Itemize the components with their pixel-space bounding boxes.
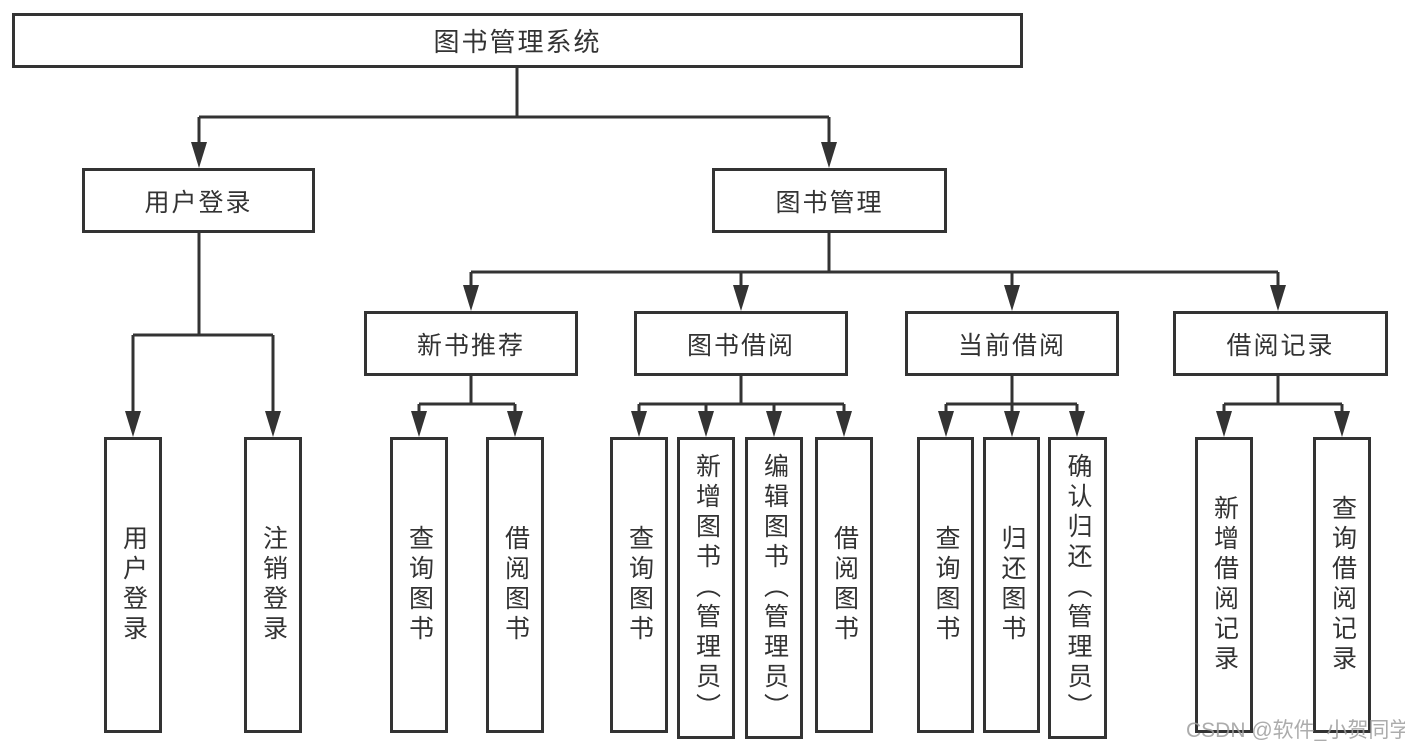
- connector-borrowrecord-to-leaves: [1222, 376, 1344, 418]
- leaf-user-login: 用户登录: [104, 437, 162, 733]
- leaf-bb-borrow-book: 借阅图书: [815, 437, 873, 733]
- leaf-nbr-borrow-book-label: 借阅图书: [501, 525, 530, 645]
- arrow-down-icon: [1004, 411, 1020, 437]
- leaf-cb-query-book-label: 查询图书: [932, 525, 960, 645]
- node-book-management-label: 图书管理: [775, 188, 884, 217]
- csdn-watermark: CSDN @软件_小贺同学: [1186, 719, 1405, 742]
- node-user-login: 用户登录: [82, 168, 315, 233]
- arrow-down-icon: [1069, 411, 1085, 437]
- leaf-nbr-borrow-book: 借阅图书: [486, 437, 544, 733]
- node-book-borrow-label: 图书借阅: [686, 331, 795, 360]
- arrow-down-icon: [938, 411, 954, 437]
- leaf-br-add-record-label: 新增借阅记录: [1210, 495, 1239, 675]
- arrow-down-icon: [698, 411, 714, 437]
- arrow-down-icon: [1270, 285, 1286, 311]
- connector-bookmgmt-to-level3: [469, 233, 1280, 291]
- connector-bookborrow-to-leaves: [637, 376, 846, 418]
- leaf-nbr-query-book-label: 查询图书: [405, 525, 434, 645]
- node-borrow-record: 借阅记录: [1173, 311, 1388, 376]
- connector-userlogin-to-leaves: [131, 233, 275, 415]
- arrow-down-icon: [411, 411, 427, 437]
- leaf-bb-borrow-book-label: 借阅图书: [830, 525, 859, 645]
- node-borrow-record-label: 借阅记录: [1226, 331, 1335, 360]
- arrow-down-icon: [191, 142, 207, 168]
- leaf-bb-add-book: 新增图书（管理员）: [677, 437, 735, 739]
- leaf-bb-add-book-label: 新增图书（管理员）: [692, 453, 721, 723]
- leaf-br-query-record: 查询借阅记录: [1313, 437, 1371, 733]
- node-current-borrow-label: 当前借阅: [957, 331, 1066, 360]
- arrow-down-icon: [1216, 411, 1232, 437]
- leaf-bb-edit-book: 编辑图书（管理员）: [745, 437, 803, 739]
- arrow-down-icon: [766, 411, 782, 437]
- leaf-cb-return-book: 归还图书: [983, 437, 1040, 733]
- leaf-logout-login: 注销登录: [244, 437, 302, 733]
- node-new-book-recommend: 新书推荐: [364, 311, 578, 376]
- node-new-book-recommend-label: 新书推荐: [416, 331, 525, 360]
- arrow-down-icon: [507, 411, 523, 437]
- arrow-down-icon: [463, 285, 479, 311]
- arrow-down-icon: [631, 411, 647, 437]
- node-user-login-label: 用户登录: [144, 188, 253, 217]
- arrow-down-icon: [733, 285, 749, 311]
- leaf-cb-confirm-return: 确认归还（管理员）: [1048, 437, 1107, 739]
- node-book-borrow: 图书借阅: [634, 311, 848, 376]
- leaf-cb-confirm-return-label: 确认归还（管理员）: [1064, 453, 1092, 723]
- leaf-br-query-record-label: 查询借阅记录: [1328, 495, 1357, 675]
- leaf-bb-query-book: 查询图书: [610, 437, 668, 733]
- node-root-label: 图书管理系统: [433, 27, 602, 57]
- leaf-nbr-query-book: 查询图书: [390, 437, 448, 733]
- arrow-down-icon: [125, 411, 141, 437]
- leaf-user-login-label: 用户登录: [119, 525, 148, 645]
- leaf-bb-query-book-label: 查询图书: [625, 525, 654, 645]
- arrow-down-icon: [821, 142, 837, 168]
- leaf-cb-return-book-label: 归还图书: [998, 525, 1026, 645]
- connector-root-to-level2: [197, 68, 831, 146]
- arrow-down-icon: [1334, 411, 1350, 437]
- leaf-logout-login-label: 注销登录: [259, 525, 288, 645]
- node-root-system: 图书管理系统: [12, 13, 1023, 68]
- node-book-management: 图书管理: [712, 168, 947, 233]
- arrow-down-icon: [1004, 285, 1020, 311]
- leaf-bb-edit-book-label: 编辑图书（管理员）: [760, 453, 789, 723]
- arrow-down-icon: [836, 411, 852, 437]
- leaf-cb-query-book: 查询图书: [917, 437, 974, 733]
- connector-newbook-to-leaves: [417, 376, 517, 418]
- connector-currentborrow-to-leaves: [944, 376, 1079, 418]
- arrow-down-icon: [265, 411, 281, 437]
- leaf-br-add-record: 新增借阅记录: [1195, 437, 1253, 733]
- node-current-borrow: 当前借阅: [905, 311, 1119, 376]
